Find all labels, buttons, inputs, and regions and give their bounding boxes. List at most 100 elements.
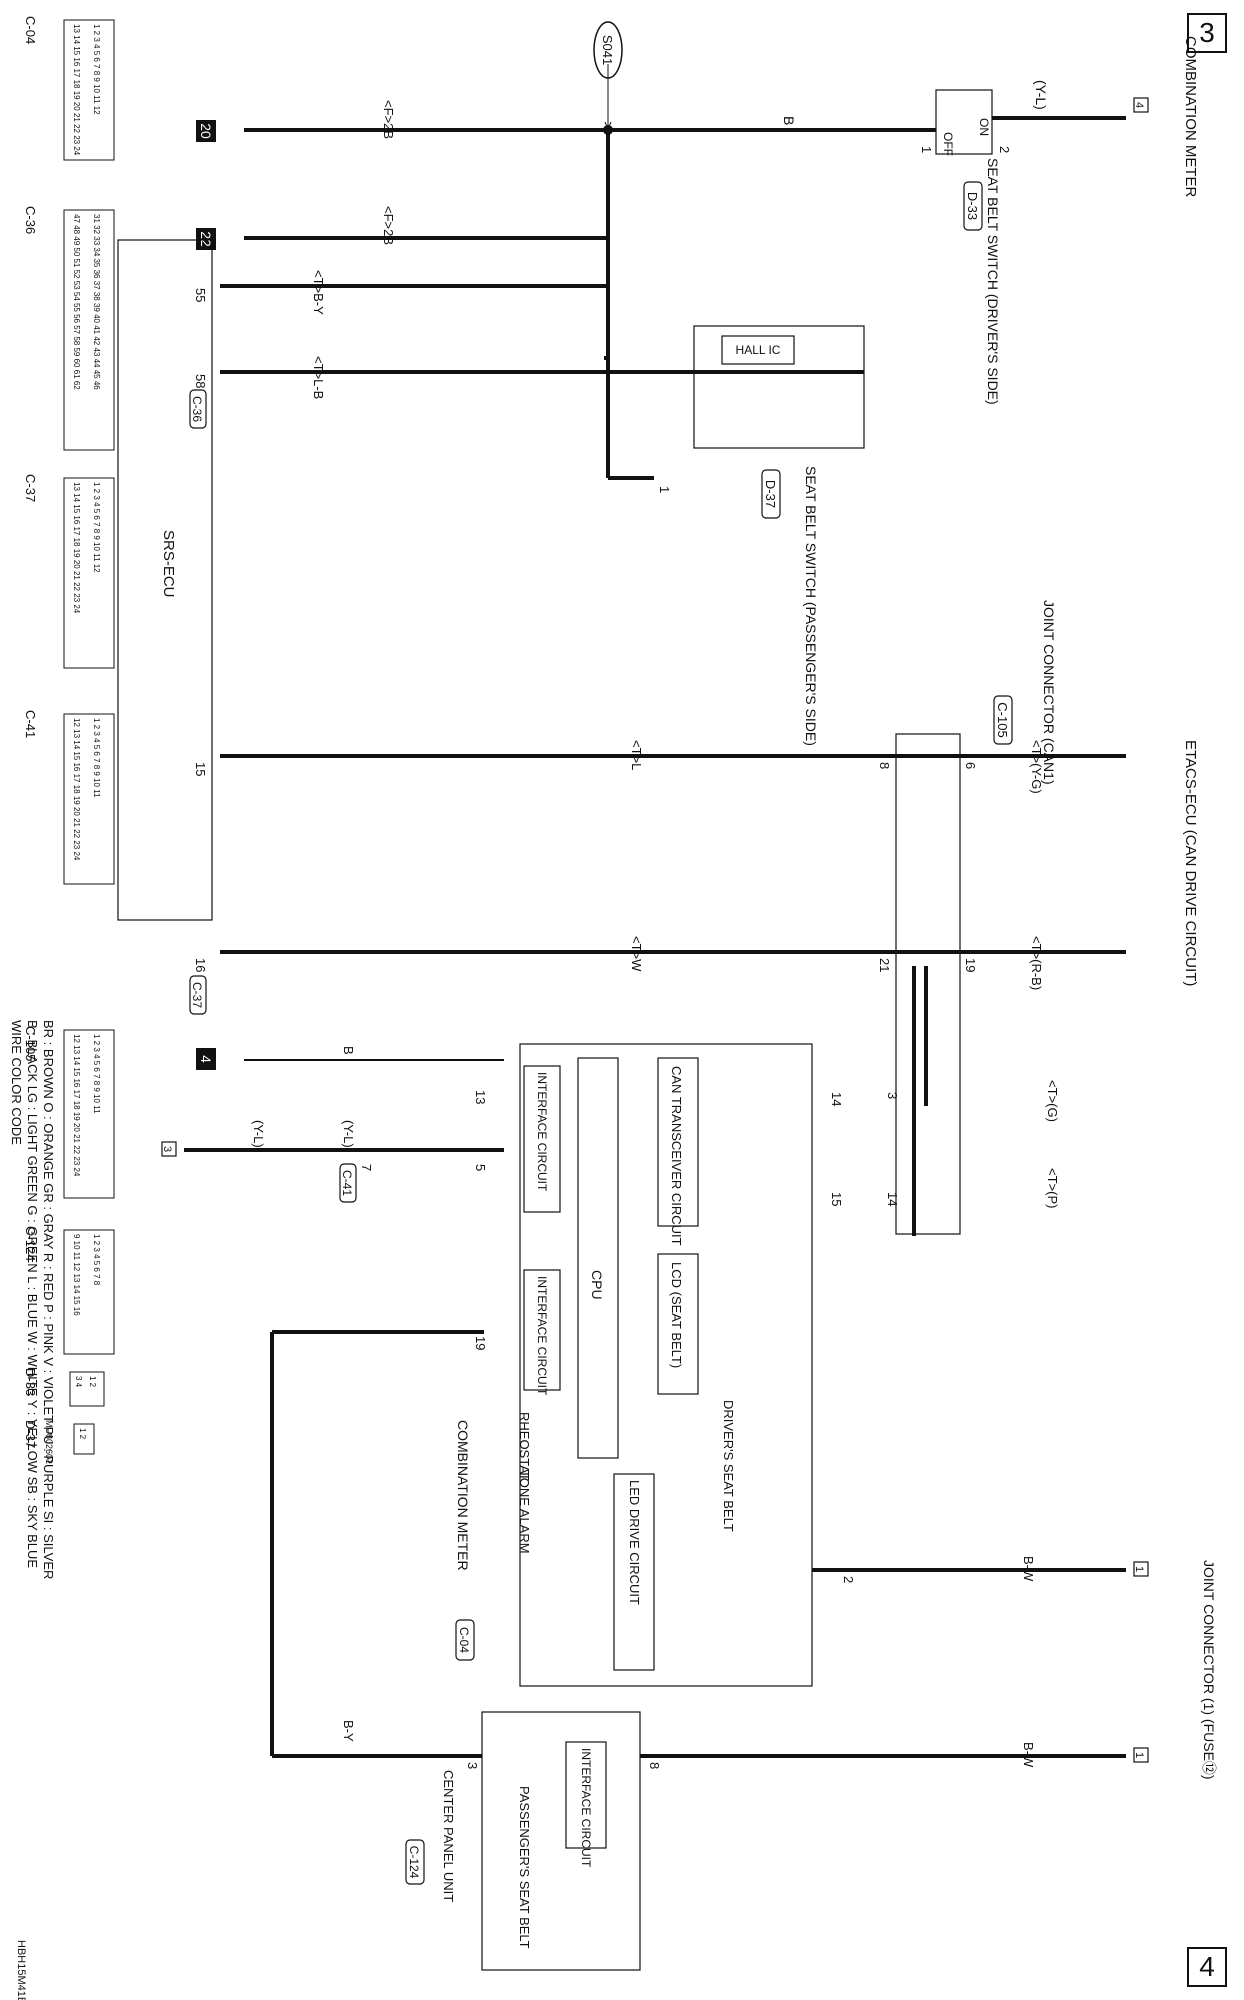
tone-alarm-label: TONE ALARM bbox=[517, 1470, 532, 1554]
connector-box-4-label: 4 bbox=[1133, 102, 1145, 108]
meter-pin-7: 7 bbox=[359, 1164, 374, 1171]
center-panel-box bbox=[481, 1711, 641, 1971]
wire-ylL-top: (Y-L) bbox=[1033, 80, 1049, 110]
wire-ylL-left: (Y-L) bbox=[251, 1120, 266, 1148]
c124-tag: C-124 bbox=[407, 1846, 421, 1879]
can-transceiver-label: CAN TRANSCEIVER CIRCUIT bbox=[669, 1066, 684, 1246]
wire-f2b-2: <F>2B bbox=[381, 206, 396, 245]
srs-pin-58: 58 bbox=[193, 374, 208, 388]
interface-2-box bbox=[523, 1269, 561, 1391]
lcd-label: LCD (SEAT BELT) bbox=[669, 1262, 684, 1368]
wire-color-title: WIRE COLOR CODE bbox=[9, 1020, 24, 1145]
grid-d37 bbox=[73, 1423, 95, 1455]
ground-22-box bbox=[196, 228, 216, 250]
c04-tag: C-04 bbox=[457, 1627, 471, 1653]
srs-ecu-label: SRS-ECU bbox=[160, 530, 177, 598]
grid-c124 bbox=[63, 1229, 115, 1355]
srs-pin-15: 15 bbox=[193, 762, 208, 776]
center-panel-label: CENTER PANEL UNIT bbox=[441, 1770, 456, 1902]
wire-bw1-label: B-W bbox=[1021, 1556, 1036, 1582]
interface-1-label: INTERFACE CIRCUIT bbox=[535, 1072, 549, 1192]
c36-tag: C-36 bbox=[190, 396, 204, 422]
meter-pin-14: 14 bbox=[829, 1092, 844, 1106]
srs-pin-16: 16 bbox=[193, 958, 208, 972]
combination-meter-label: COMBINATION METER bbox=[455, 1420, 471, 1571]
ground-20-box bbox=[196, 120, 216, 142]
grid-c41-r2: 12 13 14 15 16 17 18 19 20 21 22 23 24 bbox=[72, 718, 81, 861]
wire-by-label: B-Y bbox=[341, 1720, 356, 1742]
grid-c37-title: C-37 bbox=[23, 474, 38, 502]
grid-c37-r2: 13 14 15 16 17 18 19 20 21 22 23 24 bbox=[72, 482, 81, 614]
grid-d33-r1: 1 2 bbox=[88, 1376, 97, 1388]
hall-ic-label: HALL IC bbox=[736, 343, 781, 357]
page-number-box-top bbox=[1187, 13, 1227, 53]
sbs-driver-code-box bbox=[963, 181, 983, 231]
combination-meter-top-label: COMBINATION METER bbox=[1182, 36, 1199, 198]
wire-bw2-label: B-W bbox=[1021, 1742, 1036, 1768]
meter-pin-2: 2 bbox=[841, 1576, 856, 1583]
meter-pin-14a: 14 bbox=[885, 1192, 900, 1206]
joint-fuse-box-2-label: 1 bbox=[1133, 1752, 1145, 1758]
meter-pin-19: 19 bbox=[473, 1336, 488, 1350]
grid-c105 bbox=[63, 1029, 115, 1199]
grid-c04-r1: 1 2 3 4 5 6 7 8 9 10 11 12 bbox=[92, 24, 101, 115]
meter-pin-13: 13 bbox=[473, 1090, 488, 1104]
grid-c41-title: C-41 bbox=[23, 710, 38, 738]
wire-color-line2: BR : BROWN O : ORANGE GR : GRAY R : RED … bbox=[41, 1020, 56, 1579]
etacs-label: ETACS-ECU (CAN DRIVE CIRCUIT) bbox=[1182, 740, 1199, 986]
wire-b-left: B bbox=[341, 1046, 356, 1055]
c124-tag-box bbox=[405, 1839, 425, 1885]
wire-tl-label: <T>L bbox=[629, 740, 644, 770]
page-number-top: 3 bbox=[1199, 17, 1215, 48]
interface-1-box bbox=[523, 1065, 561, 1213]
wire-tp-label: <T>(P) bbox=[1045, 1168, 1060, 1208]
connector-box-4 bbox=[1133, 97, 1149, 113]
rheostat-label: RHEOSTAT bbox=[517, 1412, 532, 1481]
can-pin-21: 21 bbox=[877, 958, 892, 972]
can-transceiver-box bbox=[657, 1057, 699, 1227]
c36-tag-box bbox=[189, 389, 207, 429]
grid-d37-title: D-37 bbox=[23, 1420, 38, 1448]
hall-ic-box bbox=[721, 335, 795, 365]
grid-c04 bbox=[63, 19, 115, 161]
interface-3-label: INTERFACE CIRCUIT bbox=[579, 1748, 593, 1868]
can-pin-6: 6 bbox=[963, 762, 978, 769]
ground-20: 20 bbox=[198, 123, 214, 139]
wire-f2b-1: <F>2B bbox=[381, 100, 396, 139]
connector-box-3-label: 3 bbox=[161, 1146, 173, 1152]
wire-ylL-mid: (Y-L) bbox=[341, 1120, 356, 1148]
srs-pin-55: 55 bbox=[193, 288, 208, 302]
c04-tag-box bbox=[455, 1619, 475, 1661]
c41-tag-box bbox=[339, 1163, 357, 1203]
grid-c36-title: C-36 bbox=[23, 206, 38, 234]
sbs-pass-label: SEAT BELT SWITCH (PASSENGER'S SIDE) bbox=[803, 466, 819, 746]
grid-c105-title: C-105 bbox=[23, 1026, 38, 1061]
combination-meter-box bbox=[519, 1043, 813, 1687]
grid-c105-r2: 12 13 14 15 16 17 18 19 20 21 22 23 24 bbox=[72, 1034, 81, 1177]
can-pin-8: 8 bbox=[877, 762, 892, 769]
passengers-seat-belt-label: PASSENGER'S SEAT BELT bbox=[517, 1786, 532, 1949]
grid-c04-title: C-04 bbox=[23, 16, 38, 44]
srs-ecu-box bbox=[117, 239, 213, 921]
wire-tyg-label: <T>(Y-G) bbox=[1029, 740, 1044, 794]
sbs-on-label: ON bbox=[977, 118, 991, 136]
led-drive-box bbox=[613, 1473, 655, 1671]
grid-d37-r1: 1 2 bbox=[78, 1428, 87, 1440]
ground-4: 4 bbox=[198, 1055, 214, 1063]
sbs-driver-label: SEAT BELT SWITCH (DRIVER'S SIDE) bbox=[985, 158, 1001, 405]
grid-d37-mu: MU802601 bbox=[44, 1420, 54, 1464]
splice-s041-label: S041 bbox=[600, 35, 615, 65]
wire-tlb-label: <T>L-B bbox=[311, 356, 326, 399]
grid-c41-r1: 1 2 3 4 5 6 7 8 9 10 11 bbox=[92, 718, 101, 798]
figure-code: HBH15M41BC bbox=[15, 1940, 27, 2000]
cpu-label: CPU bbox=[589, 1270, 605, 1300]
interface-2-label: INTERFACE CIRCUIT bbox=[535, 1276, 549, 1396]
grid-d33-r2: 3 4 bbox=[74, 1376, 83, 1388]
interface-3-box bbox=[565, 1741, 607, 1849]
seat-belt-switch-driver-box bbox=[935, 89, 993, 155]
ground-4-box bbox=[196, 1048, 216, 1070]
grid-c124-r1: 1 2 3 4 5 6 7 8 bbox=[92, 1234, 101, 1286]
grid-c124-r2: 9 10 11 12 13 14 15 16 bbox=[72, 1234, 81, 1316]
meter-pin-15: 15 bbox=[829, 1192, 844, 1206]
